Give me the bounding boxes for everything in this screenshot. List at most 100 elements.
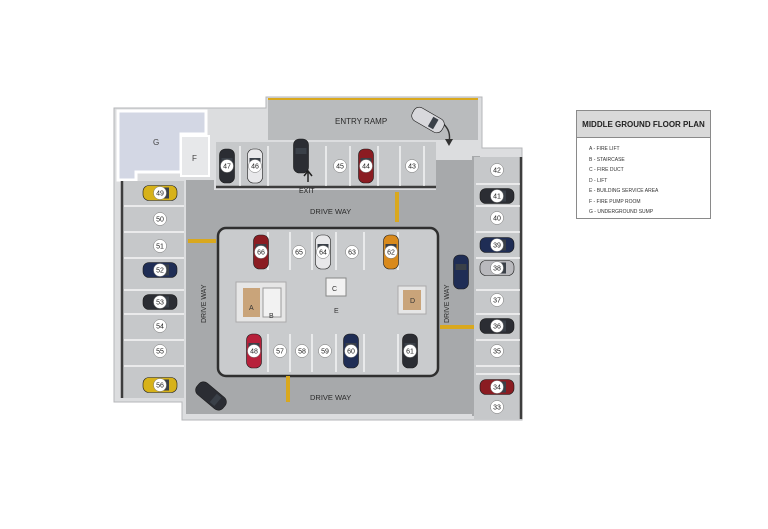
space-number-badge xyxy=(344,344,358,358)
space-number-badge xyxy=(292,245,306,259)
space-number: 61 xyxy=(406,349,414,356)
space-number-badge xyxy=(248,159,262,173)
zone-d-label: D xyxy=(410,298,415,305)
space-number-badge xyxy=(490,211,504,225)
parked-car xyxy=(195,381,227,411)
zone-g-label: G xyxy=(153,138,159,147)
space-number-badge xyxy=(153,319,167,333)
space-number: 50 xyxy=(156,217,164,224)
space-number: 46 xyxy=(251,164,259,171)
space-number-badge xyxy=(490,344,504,358)
legend-item-f: F - FIRE PUMP ROOM xyxy=(589,198,641,205)
zone-e-label: E xyxy=(334,308,339,315)
parking-space-40: 40 xyxy=(490,211,504,225)
space-number-badge xyxy=(384,245,398,259)
entry-ramp-label: ENTRY RAMP xyxy=(335,117,387,126)
space-number-badge xyxy=(345,245,359,259)
exit-label: EXIT xyxy=(299,188,315,195)
space-number-badge xyxy=(153,263,167,277)
space-number: 62 xyxy=(387,250,395,257)
space-number: 42 xyxy=(493,168,501,175)
parking-space-63: 63 xyxy=(345,245,359,259)
fire-pump-room: F xyxy=(180,135,210,177)
space-number-badge xyxy=(490,400,504,414)
parking-space-56: 56 xyxy=(142,377,178,393)
space-number: 38 xyxy=(493,266,501,273)
moving-car xyxy=(453,254,469,290)
space-number-badge xyxy=(153,212,167,226)
parked-car xyxy=(453,254,469,290)
space-number: 34 xyxy=(493,385,501,392)
space-number: 41 xyxy=(493,194,501,201)
driveway-top-label: DRIVE WAY xyxy=(310,207,351,216)
space-number: 57 xyxy=(276,349,284,356)
parking-space-49: 49 xyxy=(142,185,178,201)
space-number-badge xyxy=(273,344,287,358)
legend-list: A - FIRE LIFT B - STAIRCASE C - FIRE DUC… xyxy=(577,138,710,218)
space-number: 55 xyxy=(156,349,164,356)
space-number: 35 xyxy=(493,349,501,356)
space-number-badge xyxy=(318,344,332,358)
space-number-badge xyxy=(403,344,417,358)
space-number: 37 xyxy=(493,298,501,305)
parking-space-60: 60 xyxy=(343,333,359,369)
parking-space-44: 44 xyxy=(358,148,374,184)
parking-space-43: 43 xyxy=(405,159,419,173)
space-number: 63 xyxy=(348,250,356,257)
legend-item-c: C - FIRE DUCT xyxy=(589,167,624,173)
space-number: 53 xyxy=(156,300,164,307)
space-number: 51 xyxy=(156,244,164,251)
space-number-badge xyxy=(405,159,419,173)
parking-space-47: 47 xyxy=(219,148,235,184)
moving-car xyxy=(293,138,309,174)
space-number-badge xyxy=(153,239,167,253)
space-number-badge xyxy=(247,344,261,358)
parking-space-65: 65 xyxy=(292,245,306,259)
space-number: 56 xyxy=(156,383,164,390)
central-island: A B C D E xyxy=(216,226,440,378)
space-number-badge xyxy=(153,378,167,392)
moving-car xyxy=(411,106,445,134)
parking-space-45: 45 xyxy=(333,159,347,173)
space-number: 49 xyxy=(156,191,164,198)
space-number: 66 xyxy=(257,250,265,257)
parking-space-35: 35 xyxy=(490,344,504,358)
zone-c-label: C xyxy=(332,286,337,293)
lane-markings xyxy=(188,192,474,402)
space-number: 47 xyxy=(223,164,231,171)
driveway-right-label: DRIVE WAY xyxy=(444,284,451,323)
space-number-badge xyxy=(153,295,167,309)
space-number: 64 xyxy=(319,250,327,257)
parking-space-33: 33 xyxy=(490,400,504,414)
parking-space-51: 51 xyxy=(153,239,167,253)
space-number: 54 xyxy=(156,324,164,331)
space-number: 40 xyxy=(493,216,501,223)
space-number-badge xyxy=(333,159,347,173)
space-number-badge xyxy=(359,159,373,173)
space-number: 36 xyxy=(493,324,501,331)
parking-space-39: 39 xyxy=(479,237,515,253)
moving-cars xyxy=(195,106,469,411)
parking-space-50: 50 xyxy=(153,212,167,226)
space-number-badge xyxy=(153,344,167,358)
parking-space-57: 57 xyxy=(273,344,287,358)
space-number: 44 xyxy=(362,164,370,171)
driveway-left-label: DRIVE WAY xyxy=(201,284,208,323)
parking-space-61: 61 xyxy=(402,333,418,369)
parking-space-36: 36 xyxy=(479,318,515,334)
space-number-badge xyxy=(295,344,309,358)
car-windshield xyxy=(209,393,222,406)
space-number: 39 xyxy=(493,243,501,250)
exit-marker: EXIT xyxy=(299,169,315,195)
zone-a-label: A xyxy=(249,305,254,312)
parking-space-52: 52 xyxy=(142,262,178,278)
space-number-badge xyxy=(490,163,504,177)
legend: MIDDLE GROUND FLOOR PLAN A - FIRE LIFT B… xyxy=(576,110,711,219)
space-number: 48 xyxy=(250,349,258,356)
car-windshield xyxy=(427,116,439,130)
legend-item-b: B - STAIRCASE xyxy=(589,156,625,163)
space-number-badge xyxy=(220,159,234,173)
parking-space-55: 55 xyxy=(153,344,167,358)
car-windshield xyxy=(455,264,467,270)
